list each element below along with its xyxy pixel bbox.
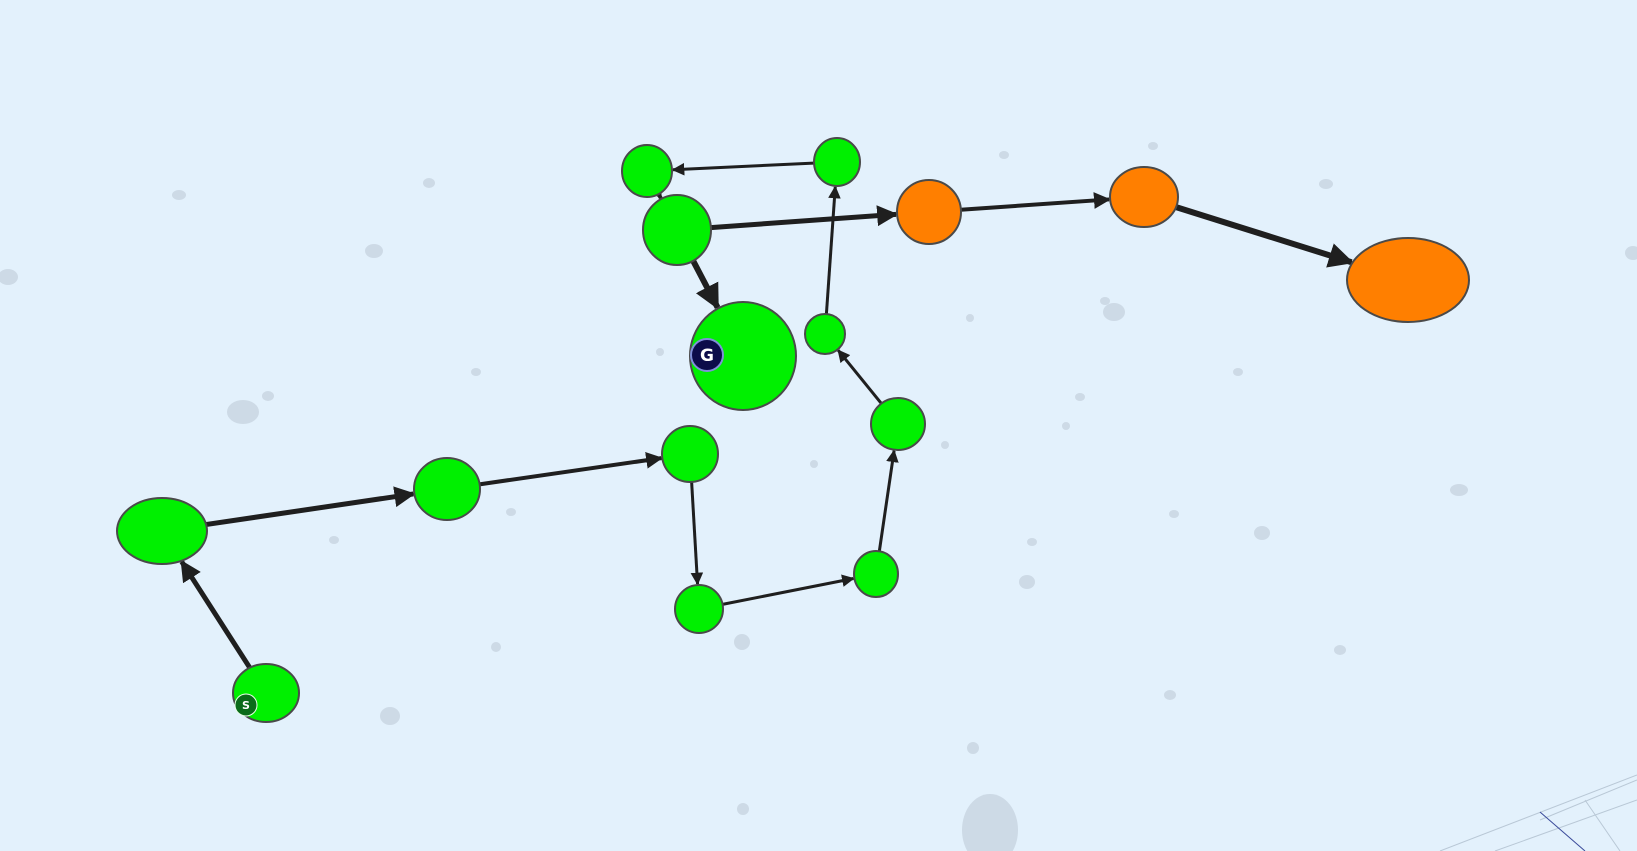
dust-speck [0, 269, 18, 285]
dust-speck [1075, 393, 1085, 401]
dust-speck [172, 190, 186, 200]
dust-speck [966, 314, 974, 322]
edge-n6-to-n7 [837, 349, 884, 407]
node-circle[interactable] [116, 497, 208, 565]
edge-n4-to-n5 [720, 574, 855, 607]
dust-speck [227, 400, 259, 424]
background-dust [0, 142, 1637, 851]
node-node-n5[interactable] [853, 550, 899, 598]
node-circle[interactable] [870, 397, 926, 451]
node-circle[interactable] [661, 425, 719, 483]
dust-speck [506, 508, 516, 516]
dust-speck [1019, 575, 1035, 589]
dust-speck [1334, 645, 1346, 655]
node-circle[interactable] [1346, 237, 1470, 323]
goal-node-goal[interactable]: G [689, 301, 797, 411]
node-circle[interactable] [413, 457, 481, 521]
node-circle[interactable] [853, 550, 899, 598]
node-node-o2[interactable] [1109, 166, 1179, 228]
node-node-n2[interactable] [413, 457, 481, 521]
edge-n8-to-n9 [671, 161, 817, 176]
start-label: S [242, 699, 250, 712]
node-node-n10[interactable] [642, 194, 712, 266]
nodes-layer: SG [116, 137, 1470, 723]
edge-n2-to-n3 [477, 451, 663, 487]
floor-grid-corner [1439, 774, 1637, 851]
node-node-o3[interactable] [1346, 237, 1470, 323]
edge-o2-to-o3 [1173, 203, 1354, 268]
dust-speck [365, 244, 383, 258]
start-badge [234, 693, 258, 717]
dust-speck [999, 151, 1009, 159]
dust-speck [423, 178, 435, 188]
dust-speck [1148, 142, 1158, 150]
node-circle[interactable] [642, 194, 712, 266]
grid-line [1539, 779, 1637, 821]
dust-speck [941, 441, 949, 449]
dust-speck [1319, 179, 1333, 189]
dust-speck [491, 642, 501, 652]
node-circle[interactable] [1109, 166, 1179, 228]
goal-label: G [700, 346, 714, 366]
edges-layer [179, 161, 1354, 671]
grid-line [1494, 799, 1637, 851]
dust-speck [1233, 368, 1243, 376]
dust-speck [262, 391, 274, 401]
node-node-n4[interactable] [674, 584, 724, 634]
node-node-o1[interactable] [896, 179, 962, 245]
edge-o1-to-o2 [958, 192, 1111, 212]
dust-speck [1450, 484, 1468, 496]
edge-n1-to-n2 [203, 486, 416, 528]
edge-n10-to-goal [689, 257, 721, 310]
start-node-start[interactable]: S [232, 663, 300, 723]
grid-axis-line [1539, 811, 1586, 851]
dust-speck [1027, 538, 1037, 546]
node-node-n1[interactable] [116, 497, 208, 565]
node-node-n9[interactable] [621, 144, 673, 198]
goal-badge [690, 338, 724, 372]
node-node-n8[interactable] [813, 137, 861, 187]
edge-n10-to-o1 [708, 205, 899, 231]
node-circle[interactable] [804, 313, 846, 355]
dust-speck [1169, 510, 1179, 518]
dust-speck [737, 803, 749, 815]
node-circle[interactable] [674, 584, 724, 634]
node-node-n6[interactable] [870, 397, 926, 451]
dust-speck [471, 368, 481, 376]
grid-line [1439, 774, 1637, 851]
dust-speck [962, 794, 1018, 851]
dust-speck [656, 348, 664, 356]
dust-speck [380, 707, 400, 725]
node-circle[interactable] [896, 179, 962, 245]
edge-n5-to-n6 [877, 449, 899, 554]
dust-speck [1103, 303, 1125, 321]
edge-start-to-n1 [179, 559, 253, 671]
grid-line [1584, 799, 1621, 851]
dust-speck [1062, 422, 1070, 430]
dust-speck [329, 536, 339, 544]
edge-n3-to-n4 [690, 479, 704, 586]
dust-speck [1164, 690, 1176, 700]
dust-speck [1254, 526, 1270, 540]
node-circle[interactable] [621, 144, 673, 198]
edge-n7-to-n8 [824, 185, 841, 317]
dust-speck [810, 460, 818, 468]
node-circle[interactable] [689, 301, 797, 411]
dust-speck [1625, 246, 1637, 260]
dust-speck [1100, 297, 1110, 305]
dust-speck [734, 634, 750, 650]
node-node-n7[interactable] [804, 313, 846, 355]
node-circle[interactable] [813, 137, 861, 187]
node-node-n3[interactable] [661, 425, 719, 483]
dust-speck [967, 742, 979, 754]
